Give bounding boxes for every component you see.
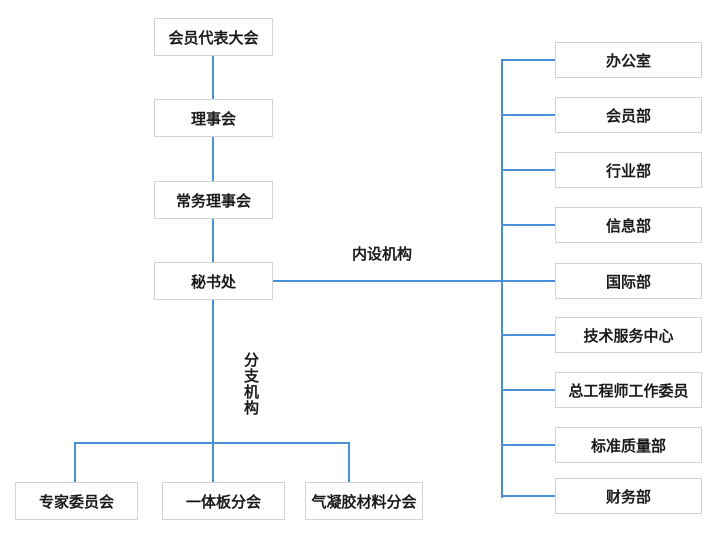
connector-line: [74, 442, 76, 482]
branch-orgs-label: 分支机构: [242, 352, 260, 416]
connector-line: [212, 300, 214, 482]
connector-line: [212, 56, 214, 99]
node-secretariat: 秘书处: [154, 262, 273, 300]
connector-line: [501, 389, 555, 391]
connector-line: [501, 334, 555, 336]
connector-line: [212, 137, 214, 181]
connector-line: [273, 280, 555, 282]
connector-line: [75, 442, 350, 444]
node-expert-committee: 专家委员会: [15, 482, 138, 520]
node-finance-dept: 财务部: [555, 478, 702, 514]
node-members-congress: 会员代表大会: [154, 18, 273, 56]
connector-line: [348, 442, 350, 483]
connector-line: [501, 59, 503, 498]
connector-line: [501, 444, 555, 446]
internal-orgs-label: 内设机构: [352, 245, 413, 263]
node-information-dept: 信息部: [555, 207, 702, 243]
node-integrated-board-branch: 一体板分会: [162, 482, 285, 520]
connector-line: [212, 219, 214, 262]
connector-line: [501, 59, 555, 61]
node-industry-dept: 行业部: [555, 152, 702, 188]
node-tech-service-center: 技术服务中心: [555, 317, 702, 353]
node-chief-engineer-committee: 总工程师工作委员: [555, 372, 702, 408]
node-council: 理事会: [154, 99, 273, 137]
connector-line: [501, 169, 555, 171]
node-aerogel-materials-branch: 气凝胶材料分会: [305, 482, 423, 520]
node-membership-dept: 会员部: [555, 97, 702, 133]
node-international-dept: 国际部: [555, 263, 702, 299]
connector-line: [501, 114, 555, 116]
node-office: 办公室: [555, 42, 702, 78]
node-standing-council: 常务理事会: [154, 181, 273, 219]
node-standards-quality-dept: 标准质量部: [555, 427, 702, 463]
connector-line: [501, 495, 555, 497]
connector-line: [501, 224, 555, 226]
